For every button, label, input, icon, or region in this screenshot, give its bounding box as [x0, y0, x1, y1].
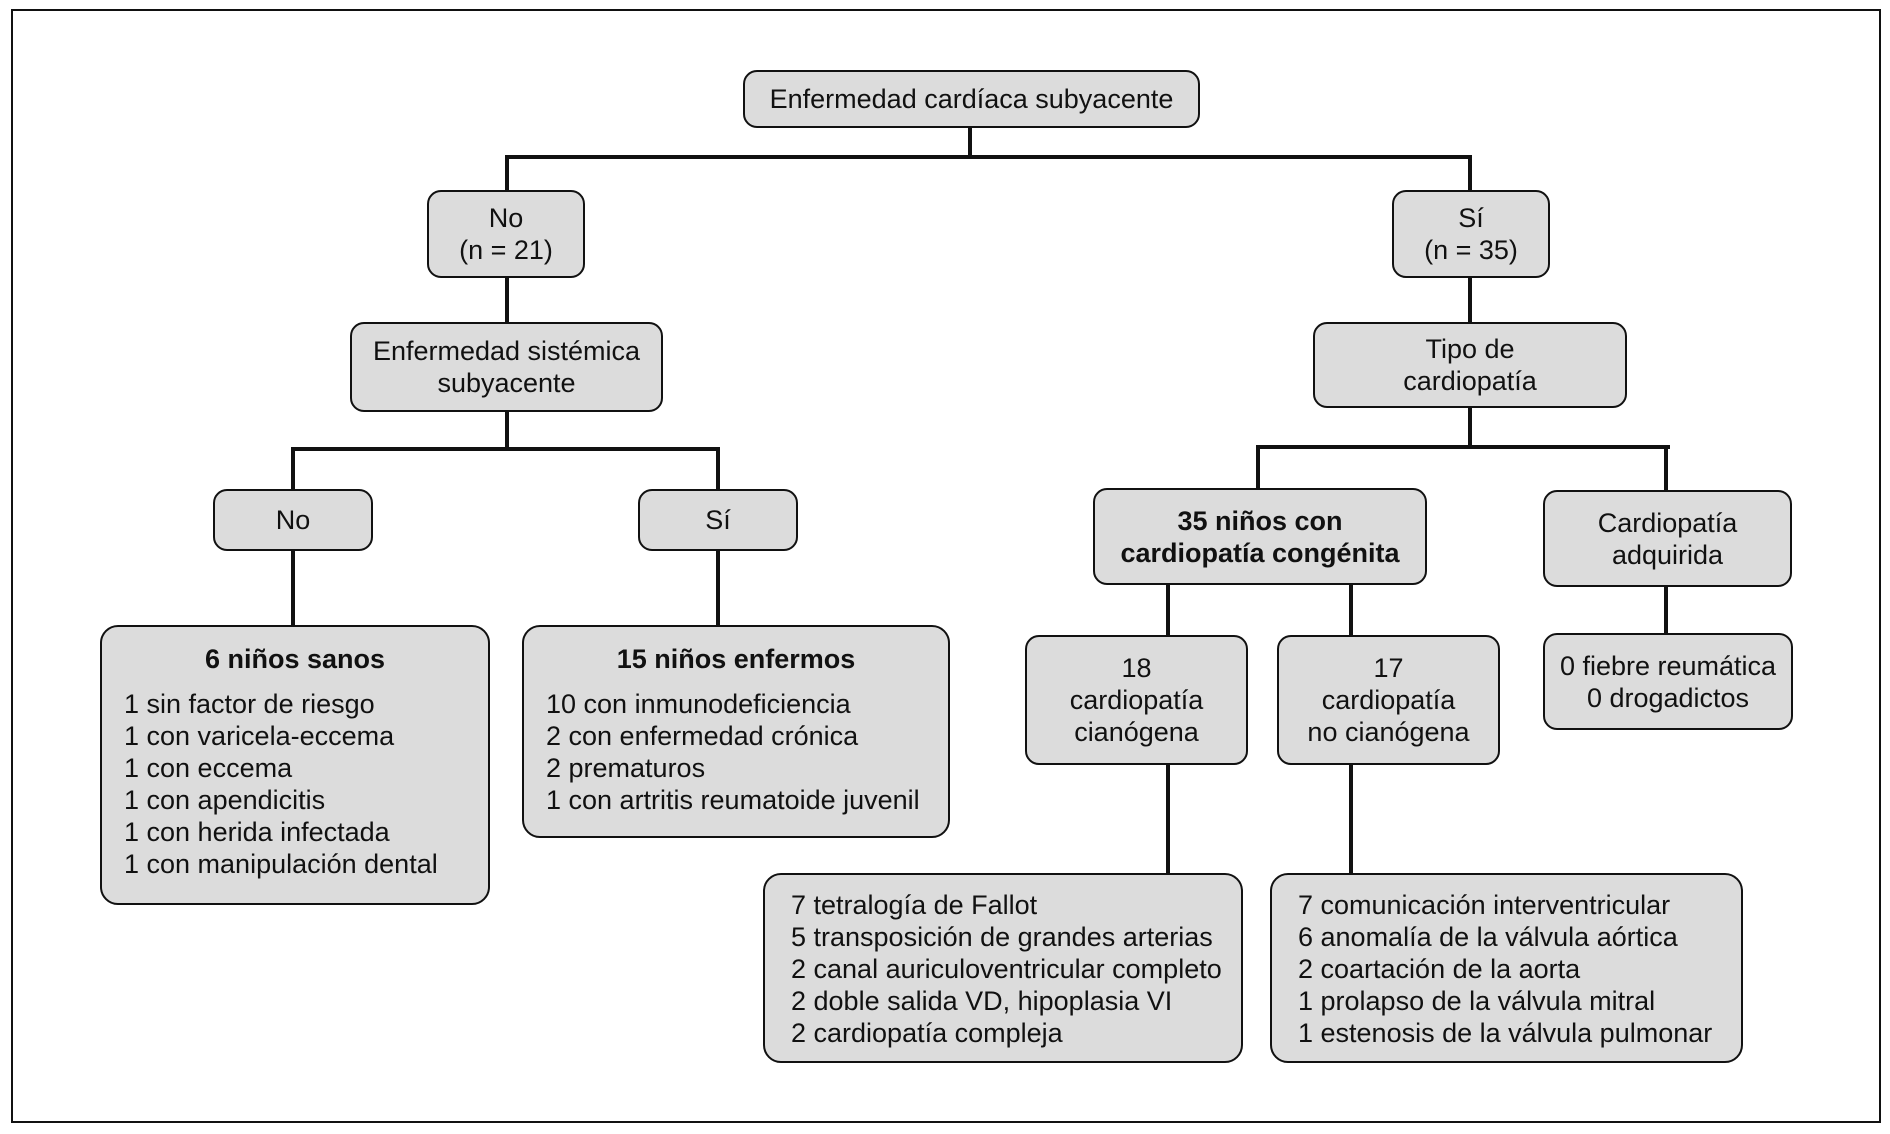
- healthy-item: 1 con apendicitis: [124, 785, 326, 815]
- cyanotic-line2: cardiopatía: [1069, 685, 1204, 715]
- connector-left-no-drop: [291, 447, 295, 491]
- acyanotic-list-node: 7 comunicación interventricular 6 anomal…: [1270, 873, 1743, 1063]
- cyanotic-item: 2 cardiopatía compleja: [791, 1018, 1063, 1048]
- sick-item: 2 prematuros: [546, 753, 706, 783]
- acquired-line1: Cardiopatía: [1597, 507, 1738, 538]
- connector-congenita-to-18: [1166, 583, 1170, 637]
- connector-congenita-to-17: [1349, 583, 1353, 637]
- healthy-item: 1 con manipulación dental: [124, 849, 438, 879]
- congenital-node: 35 niños con cardiopatía congénita: [1093, 488, 1427, 585]
- sick-children-heading: 15 niños enfermos: [616, 644, 856, 674]
- connector-si-to-enfermos: [716, 549, 720, 627]
- acquired-line2: adquirida: [1611, 539, 1724, 570]
- systemic-disease-line1: Enfermedad sistémica: [372, 336, 641, 366]
- acquired-detail-item: 0 drogadictos: [1586, 682, 1750, 713]
- sick-item: 2 con enfermedad crónica: [546, 721, 859, 751]
- connector-left-rail: [291, 447, 720, 451]
- connector-left-si-drop: [716, 447, 720, 491]
- connector-adquirida-to-fiebre: [1664, 585, 1668, 635]
- healthy-item: 1 sin factor de riesgo: [124, 689, 375, 719]
- acyanotic-line2: cardiopatía: [1321, 685, 1456, 715]
- systemic-yes-node: Sí: [638, 489, 798, 551]
- connector-17-to-list: [1349, 763, 1353, 875]
- cyanotic-count: 18: [1121, 653, 1152, 683]
- systemic-disease-node: Enfermedad sistémica subyacente: [350, 322, 663, 412]
- cyanotic-item: 5 transposición de grandes arterias: [791, 922, 1213, 952]
- connector-congenita-drop: [1256, 445, 1260, 490]
- root-node: Enfermedad cardíaca subyacente: [743, 70, 1200, 128]
- healthy-item: 1 con herida infectada: [124, 817, 390, 847]
- healthy-item: 1 con eccema: [124, 753, 293, 783]
- acyanotic-item: 7 comunicación interventricular: [1298, 890, 1671, 920]
- left-answer-node: No (n = 21): [427, 190, 585, 278]
- connector-18-to-list: [1166, 763, 1170, 875]
- systemic-no-node: No: [213, 489, 373, 551]
- cyanotic-item: 2 doble salida VD, hipoplasia VI: [791, 986, 1173, 1016]
- congenital-heading-line1: 35 niños con: [1177, 505, 1343, 536]
- connector-top-right-drop: [1468, 155, 1472, 192]
- cardiopathy-type-line2: cardiopatía: [1403, 366, 1537, 396]
- acyanotic-item: 2 coartación de la aorta: [1298, 954, 1581, 984]
- healthy-item: 1 con varicela-eccema: [124, 721, 395, 751]
- connector-top-rail: [505, 155, 1472, 159]
- left-answer-label: No: [488, 203, 524, 233]
- cyanotic-item: 7 tetralogía de Fallot: [791, 890, 1038, 920]
- left-answer-n: (n = 21): [459, 235, 553, 265]
- congenital-heading-line2: cardiopatía congénita: [1120, 537, 1400, 568]
- healthy-children-node: 6 niños sanos 1 sin factor de riesgo 1 c…: [100, 625, 490, 905]
- connector-top-left-drop: [505, 155, 509, 192]
- cyanotic-item: 2 canal auriculoventricular completo: [791, 954, 1222, 984]
- right-answer-label: Sí: [1458, 203, 1484, 233]
- systemic-yes-label: Sí: [705, 505, 731, 535]
- acyanotic-item: 6 anomalía de la válvula aórtica: [1298, 922, 1678, 952]
- cyanotic-line3: cianógena: [1074, 717, 1199, 747]
- connector-root-stub: [968, 124, 972, 159]
- acyanotic-node: 17 cardiopatía no cianógena: [1277, 635, 1500, 765]
- cardiopathy-type-line1: Tipo de: [1425, 334, 1515, 364]
- connector-sistemica-stub: [505, 410, 509, 451]
- connector-right-rail: [1256, 445, 1670, 449]
- healthy-children-heading: 6 niños sanos: [204, 644, 386, 674]
- cyanotic-node: 18 cardiopatía cianógena: [1025, 635, 1248, 765]
- acyanotic-item: 1 prolapso de la válvula mitral: [1298, 986, 1656, 1016]
- sick-children-node: 15 niños enfermos 10 con inmunodeficienc…: [522, 625, 950, 838]
- cardiopathy-type-node: Tipo de cardiopatía: [1313, 322, 1627, 408]
- acyanotic-item: 1 estenosis de la válvula pulmonar: [1298, 1018, 1713, 1048]
- acquired-node: Cardiopatía adquirida: [1543, 490, 1792, 587]
- acquired-detail-node: 0 fiebre reumática 0 drogadictos: [1543, 633, 1793, 730]
- acyanotic-line3: no cianógena: [1307, 717, 1470, 747]
- connector-no21-to-sistemica: [505, 276, 509, 324]
- acquired-detail-item: 0 fiebre reumática: [1559, 650, 1777, 681]
- sick-item: 1 con artritis reumatoide juvenil: [546, 785, 920, 815]
- connector-no-to-sanos: [291, 549, 295, 627]
- acyanotic-count: 17: [1373, 653, 1404, 683]
- connector-si35-to-tipo: [1468, 276, 1472, 324]
- connector-tipo-stub: [1468, 406, 1472, 447]
- right-answer-n: (n = 35): [1424, 235, 1518, 265]
- systemic-disease-line2: subyacente: [437, 368, 576, 398]
- connector-adquirida-drop: [1664, 445, 1668, 492]
- cyanotic-list-node: 7 tetralogía de Fallot 5 transposición d…: [763, 873, 1243, 1063]
- sick-item: 10 con inmunodeficiencia: [546, 689, 851, 719]
- right-answer-node: Sí (n = 35): [1392, 190, 1550, 278]
- systemic-no-label: No: [275, 505, 311, 535]
- root-label: Enfermedad cardíaca subyacente: [769, 84, 1174, 114]
